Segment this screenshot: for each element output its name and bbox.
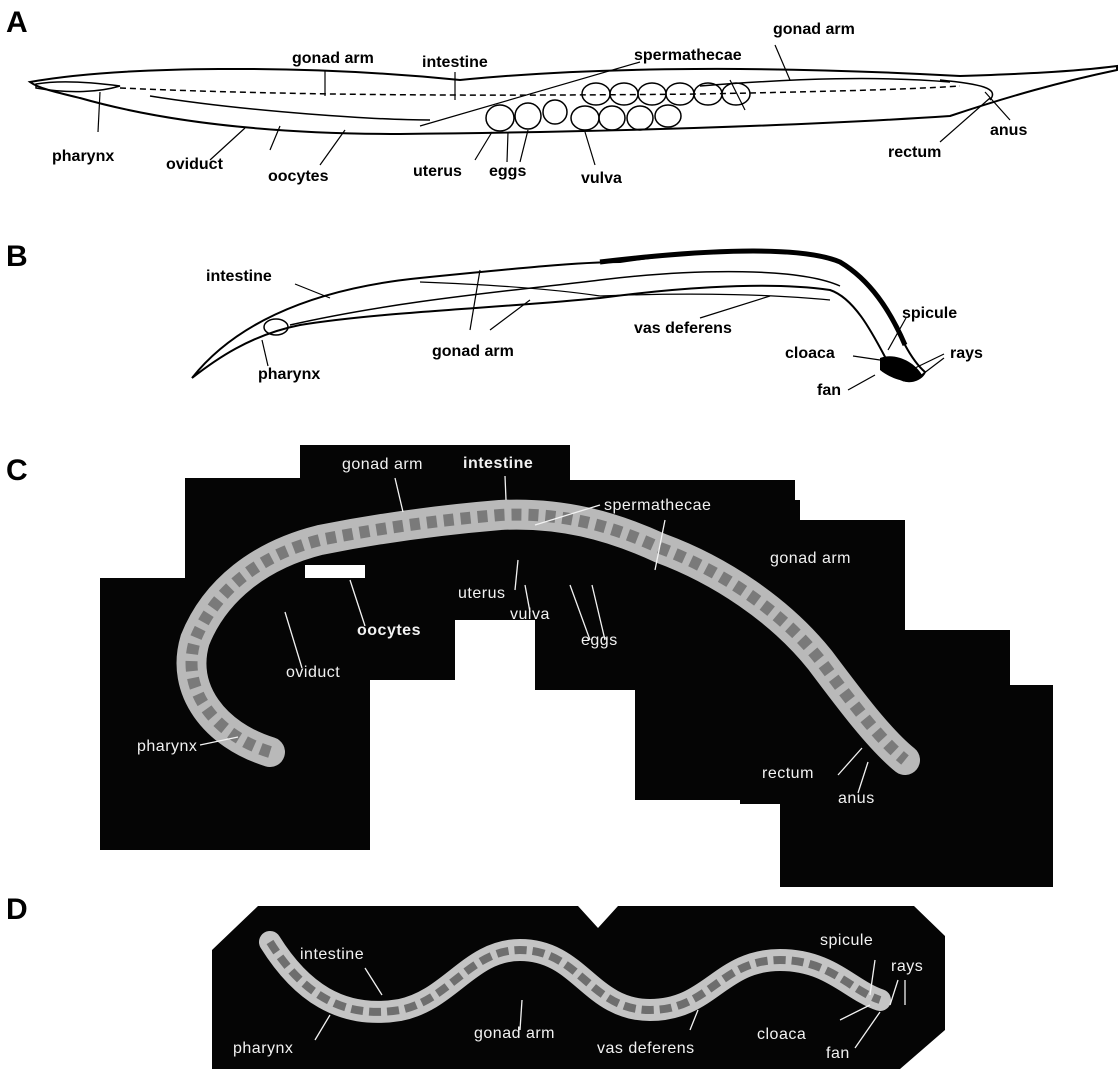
label-d-vas-deferens: vas deferens — [597, 1040, 695, 1058]
label-d-cloaca: cloaca — [757, 1026, 806, 1044]
label-d-pharynx: pharynx — [233, 1040, 293, 1058]
label-d-rays: rays — [891, 958, 923, 976]
label-d-intestine: intestine — [300, 946, 364, 964]
label-d-spicule: spicule — [820, 932, 873, 950]
label-d-gonad-arm: gonad arm — [474, 1025, 555, 1043]
label-d-fan: fan — [826, 1045, 850, 1063]
